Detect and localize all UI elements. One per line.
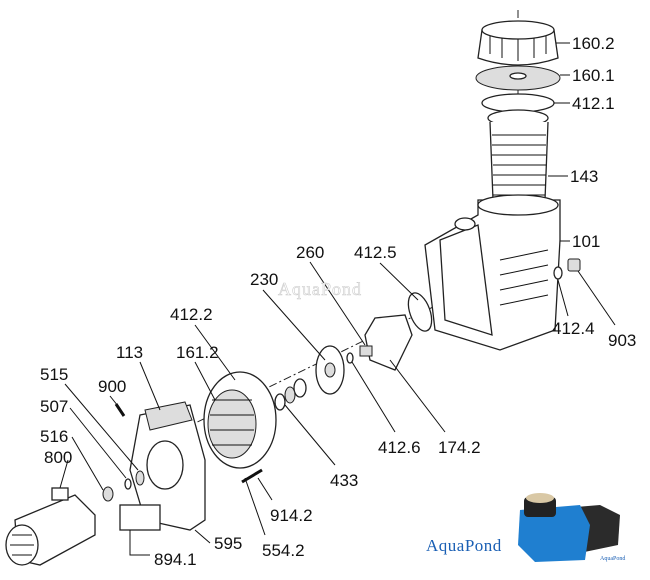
label-174-2: 174.2	[438, 438, 481, 457]
label-507: 507	[40, 397, 68, 416]
part-oring-412-1	[481, 93, 555, 113]
label-412-4: 412.4	[552, 319, 595, 338]
photo-caption: AquaPond	[600, 556, 625, 562]
part-drain-plug	[567, 258, 581, 272]
part-mechanical-seal	[274, 378, 307, 411]
part-diffuser	[364, 314, 413, 371]
part-lid	[477, 20, 559, 66]
label-516: 516	[40, 427, 68, 446]
part-strainer-basket	[487, 109, 549, 201]
part-bracket	[119, 401, 206, 531]
label-143: 143	[570, 167, 598, 186]
label-515: 515	[40, 365, 68, 384]
label-595: 595	[214, 534, 242, 553]
part-pump-housing	[424, 194, 561, 351]
part-motor	[5, 487, 96, 566]
part-screw-900	[114, 403, 126, 417]
leader-lines	[59, 42, 616, 556]
label-160-1: 160.1	[572, 66, 615, 85]
label-894-1: 894.1	[154, 550, 197, 569]
part-casing-cover	[203, 371, 277, 469]
product-photo: AquaPond	[518, 493, 625, 562]
label-903: 903	[608, 331, 636, 350]
label-914-2: 914.2	[270, 506, 313, 525]
watermark: AquaPond	[278, 279, 362, 299]
aquapond-logo: AquaPond	[426, 536, 502, 555]
label-412-6: 412.6	[378, 438, 421, 457]
label-412-2: 412.2	[170, 305, 213, 324]
part-515	[135, 470, 145, 486]
part-516	[102, 486, 114, 502]
label-230: 230	[250, 270, 278, 289]
label-412-1: 412.1	[572, 94, 615, 113]
part-nut-260	[359, 345, 373, 357]
part-oring-412-6	[346, 352, 354, 364]
label-113: 113	[116, 343, 143, 362]
part-oring-412-4	[553, 266, 563, 280]
label-101: 101	[572, 232, 600, 251]
label-412-5: 412.5	[354, 243, 397, 262]
label-161-2: 161.2	[176, 343, 219, 362]
label-800: 800	[44, 448, 72, 467]
label-160-2: 160.2	[572, 34, 615, 53]
label-554-2: 554.2	[262, 541, 305, 560]
label-260: 260	[296, 243, 324, 262]
label-900: 900	[98, 377, 126, 396]
part-oring-412-5	[407, 292, 433, 332]
part-507	[124, 478, 132, 490]
label-433: 433	[330, 471, 358, 490]
